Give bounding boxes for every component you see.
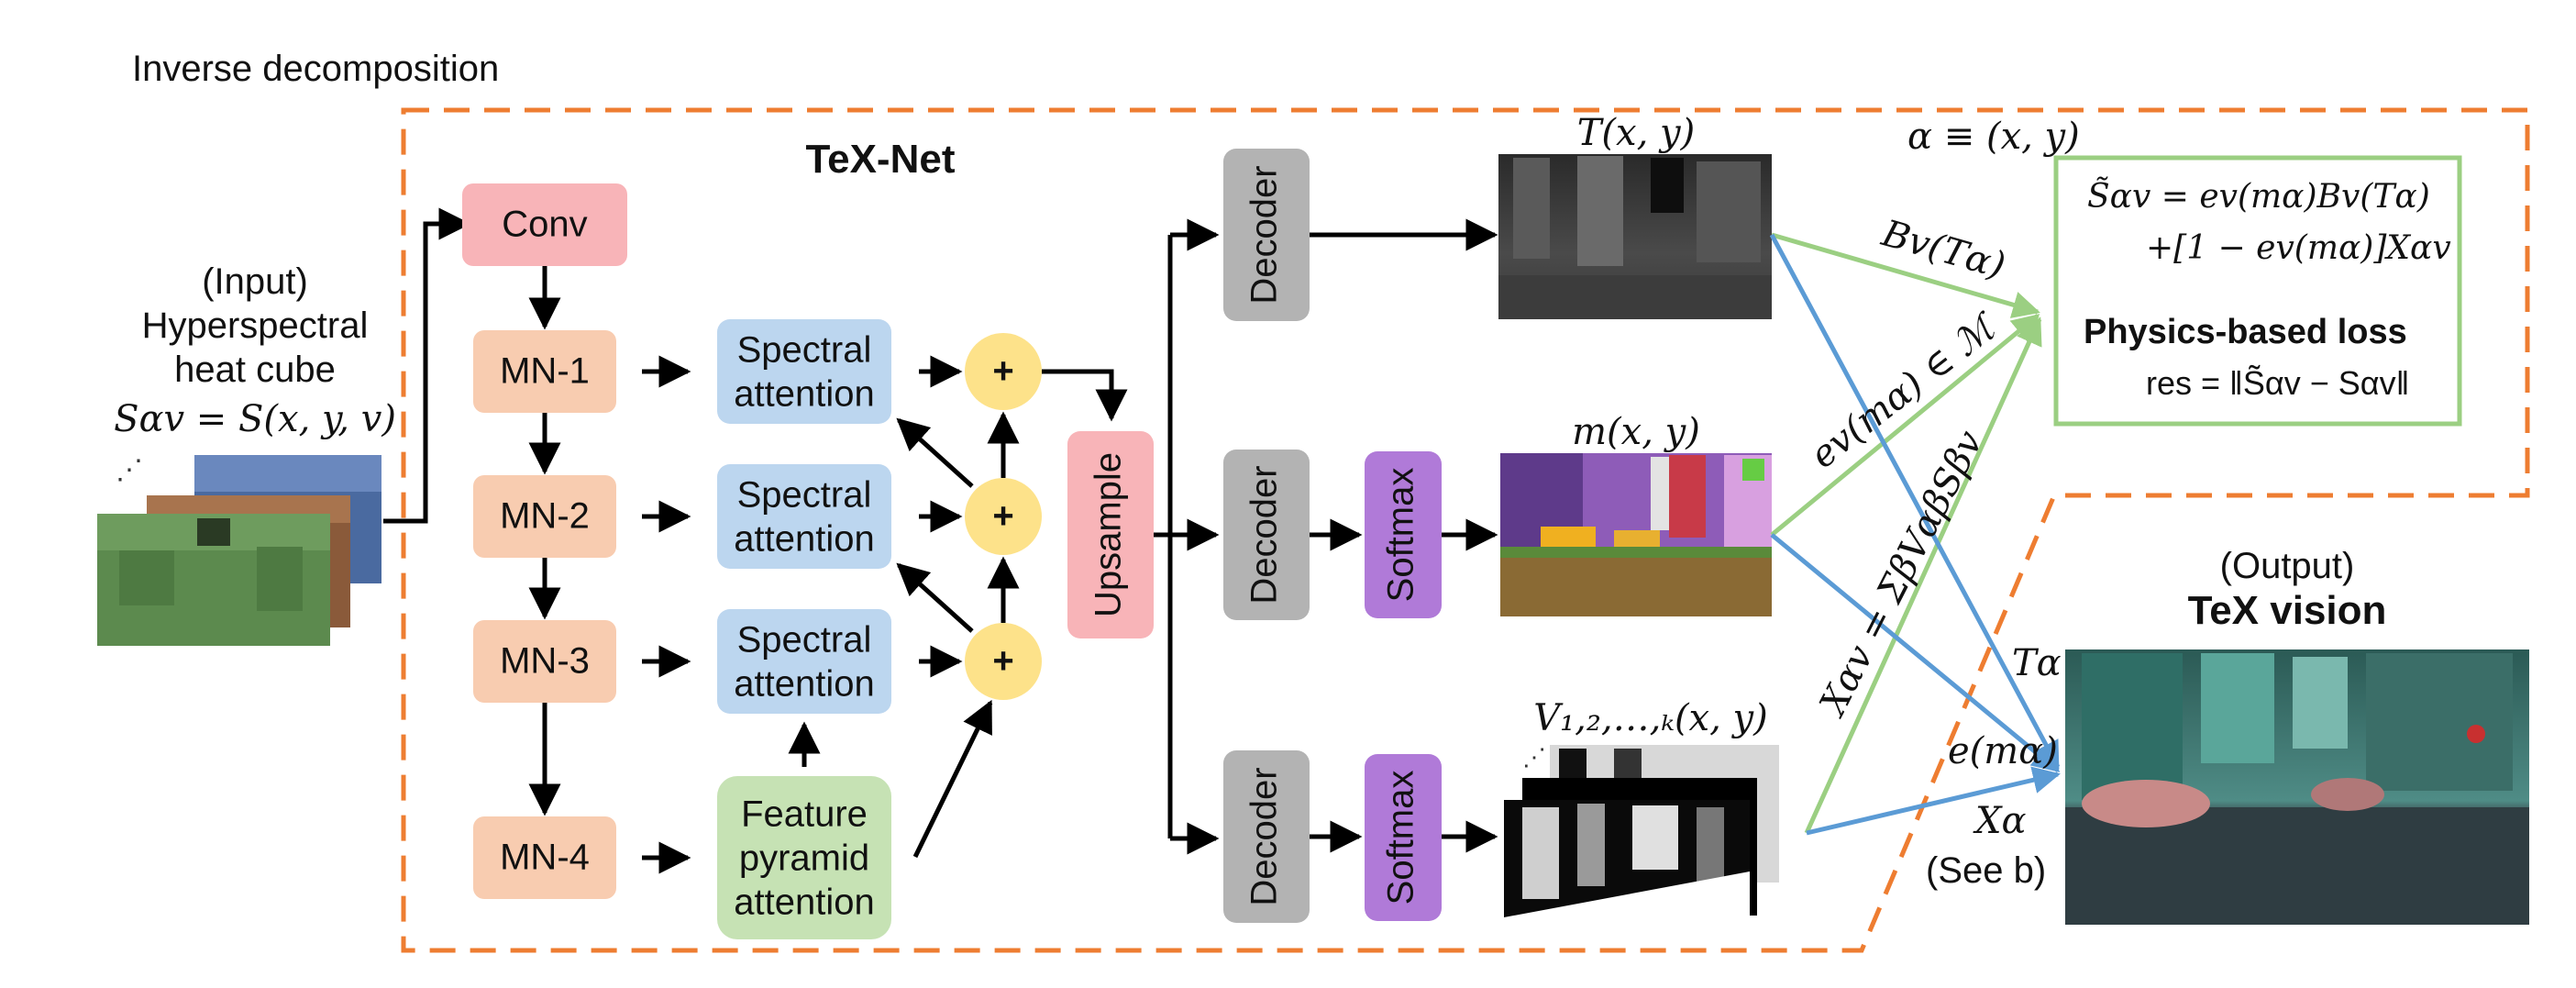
spectral-attention-3: Spectral attention [717, 609, 891, 714]
svg-text:+: + [992, 641, 1013, 682]
input-label: (Input) Hyperspectral heat cube Sαv = S(… [114, 261, 396, 440]
svg-text:Upsample: Upsample [1089, 452, 1129, 617]
temperature-map-label: T(x, y) [1577, 112, 1695, 154]
spectral-attention-1: Spectral attention [717, 319, 891, 424]
upsample-decoder-arrows [1154, 218, 1220, 855]
svg-text:Decoder: Decoder [1244, 465, 1285, 604]
mn-1-block: MN-1 [473, 330, 616, 413]
svg-text:+: + [992, 496, 1013, 537]
svg-text:⋰: ⋰ [116, 455, 143, 485]
svg-text:Spectral: Spectral [737, 475, 872, 516]
svg-text:Softmax: Softmax [1381, 468, 1421, 603]
svg-text:Feature: Feature [741, 794, 868, 835]
network-title: TeX-Net [806, 137, 956, 182]
physics-equation-line1: S̃αv = ev(mα)Bv(Tα) [2087, 177, 2430, 216]
svg-text:pyramid: pyramid [739, 838, 869, 879]
see-b-label: (See b) [1926, 850, 2046, 891]
x-alpha-edge-label: Xα [1973, 800, 2027, 842]
physics-loss-formula: res = ‖S̃αv − Sαv‖ [2146, 364, 2409, 402]
texnet-frame [401, 107, 2530, 953]
mn-4-block: MN-4 [473, 816, 616, 899]
svg-text:+: + [992, 351, 1013, 392]
svg-text:heat cube: heat cube [174, 350, 336, 390]
physics-loss-title: Physics-based loss [2084, 313, 2407, 351]
t-alpha-edge-label: Tα [2012, 642, 2062, 684]
physics-loss-box: S̃αv = ev(mα)Bv(Tα) +[1 − ev(mα)]Xαv Phy… [2053, 155, 2462, 427]
mn-3-block: MN-3 [473, 620, 616, 703]
blue-output-arrows [1769, 233, 2061, 836]
alpha-definition: α ≡ (x, y) [1907, 116, 2080, 158]
svg-text:MN-2: MN-2 [500, 496, 590, 537]
hyperspectral-cube-image: ⋰ [97, 455, 381, 646]
texture-map-image: ⋰ [1504, 743, 1779, 939]
svg-text:Spectral: Spectral [737, 620, 872, 661]
svg-text:Hyperspectral: Hyperspectral [142, 305, 369, 346]
svg-text:Decoder: Decoder [1244, 767, 1285, 905]
svg-text:MN-3: MN-3 [500, 641, 590, 682]
decoder-material: Decoder [1223, 450, 1310, 620]
plus-node-2: + [965, 478, 1042, 555]
plus-node-3: + [965, 623, 1042, 700]
output-label: (Output) [2220, 546, 2355, 586]
svg-text:⋰: ⋰ [1522, 743, 1546, 771]
softmax-material: Softmax [1365, 451, 1442, 618]
decoder-temperature: Decoder [1223, 149, 1310, 321]
texture-map-label: V₁,₂,…,ₖ(x, y) [1533, 697, 1768, 739]
fusion-arrows [896, 355, 1128, 859]
svg-text:(Input): (Input) [202, 261, 308, 302]
section-title: Inverse decomposition [132, 49, 499, 89]
svg-text:Decoder: Decoder [1244, 165, 1285, 304]
e-m-alpha-edge-label: e(mα) [1948, 730, 2058, 772]
svg-text:Sαv = S(x, y, v): Sαv = S(x, y, v) [114, 398, 396, 440]
svg-text:attention: attention [734, 519, 874, 560]
material-map-image [1500, 453, 1772, 616]
svg-text:Softmax: Softmax [1381, 771, 1421, 905]
arrow-input-conv [383, 207, 471, 524]
softmax-texture: Softmax [1365, 754, 1442, 921]
planck-edge-label: Bv(Tα) [1876, 212, 2009, 287]
mn-2-block: MN-2 [473, 475, 616, 558]
upsample-block: Upsample [1067, 431, 1154, 638]
temperature-map-image [1498, 154, 1772, 319]
plus-node-1: + [965, 333, 1042, 410]
spectral-attention-2: Spectral attention [717, 464, 891, 569]
svg-text:MN-4: MN-4 [500, 838, 590, 878]
svg-text:Conv: Conv [502, 205, 587, 245]
decoder-texture: Decoder [1223, 750, 1310, 923]
svg-text:Spectral: Spectral [737, 330, 872, 371]
svg-text:attention: attention [734, 374, 874, 415]
green-physics-arrows [1770, 232, 2042, 835]
feature-pyramid-attention: Feature pyramid attention [717, 776, 891, 939]
mn-attention-arrows [642, 355, 691, 874]
tex-vision-output-image [2065, 649, 2529, 925]
material-map-label: m(x, y) [1572, 411, 1700, 453]
physics-equation-line2: +[1 − ev(mα)]Xαv [2146, 229, 2451, 267]
svg-text:attention: attention [734, 883, 874, 923]
svg-text:attention: attention [734, 664, 874, 705]
decoder-output-arrows [1310, 218, 1498, 853]
conv-block: Conv [462, 183, 627, 266]
output-title: TeX vision [2188, 588, 2387, 633]
svg-text:MN-1: MN-1 [500, 351, 590, 392]
